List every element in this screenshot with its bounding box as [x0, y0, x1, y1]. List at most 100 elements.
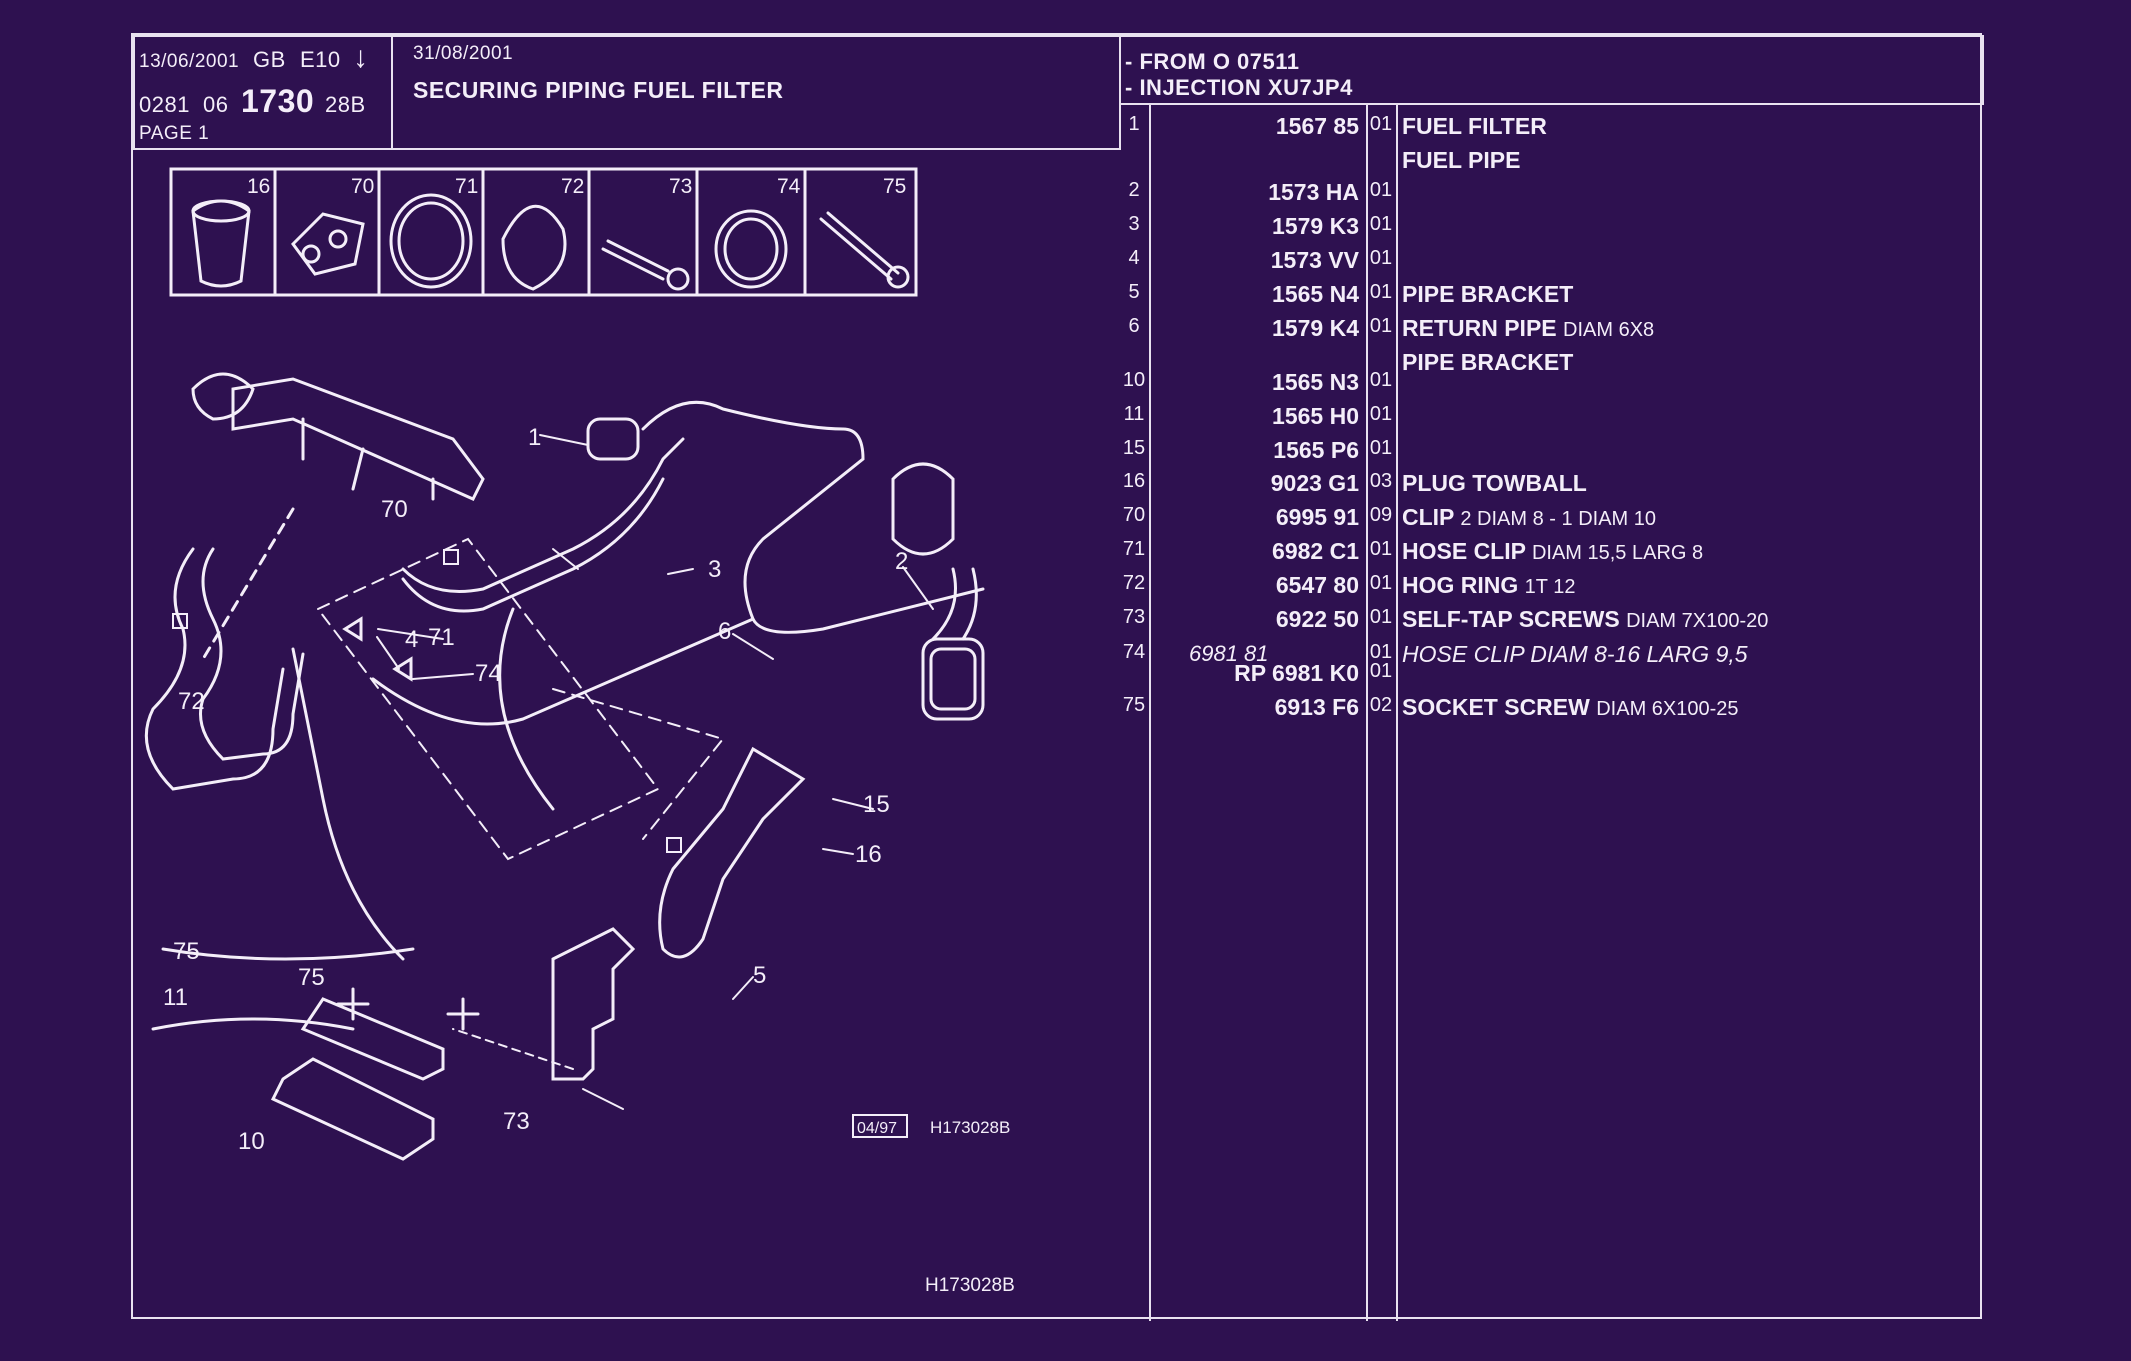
callout-11: 11 — [163, 984, 188, 1011]
row-desc-cell: HOSE CLIP DIAM 8-16 LARG 9,5 — [1396, 641, 1976, 681]
thumb-label-72: 72 — [561, 175, 584, 198]
row-desc: HOG RING 1T 12 — [1402, 572, 1575, 599]
callout-6: 6 — [718, 618, 731, 645]
row-desc: PIPE BRACKET — [1402, 281, 1573, 308]
parts-table: 1 1567 85 01 FUEL FILTER FUEL PIPE 2 157… — [1119, 103, 1984, 1321]
row-desc-sub: DIAM 6X8 — [1563, 319, 1655, 341]
row-qty: 02 — [1369, 694, 1393, 716]
table-row-cont-17[interactable]: RP 6981 K0 01 — [1119, 660, 1984, 700]
header-edition: E10 — [300, 47, 341, 72]
row-desc-cell: SOCKET SCREW DIAM 6X100-25 — [1396, 694, 1976, 734]
table-row-72[interactable]: 72 6547 80 01 HOG RING 1T 12 — [1119, 572, 1984, 612]
row-qty: 03 — [1369, 470, 1393, 492]
table-row-73[interactable]: 73 6922 50 01 SELF-TAP SCREWS DIAM 7X100… — [1119, 606, 1984, 646]
row-desc-cell: SELF-TAP SCREWS DIAM 7X100-20 — [1396, 606, 1976, 646]
callout-15: 15 — [863, 791, 890, 818]
thumb-label-16: 16 — [247, 175, 270, 198]
table-row-2[interactable]: 2 1573 HA 01 — [1119, 179, 1984, 219]
page-title: SECURING PIPING FUEL FILTER — [413, 77, 784, 103]
header-date: 13/06/2001 — [139, 51, 240, 72]
table-row-15[interactable]: 15 1565 P6 01 — [1119, 437, 1984, 477]
row-qty-cell: 01 — [1366, 641, 1396, 681]
parts-sheet: 13/06/2001 GB E10 ↓ 0281 06 1730 28B PAG… — [131, 33, 1984, 1321]
stamp-date: 04/97 — [857, 1120, 897, 1137]
row-desc-sub: DIAM 7X100-20 — [1626, 610, 1769, 632]
callout-73: 73 — [503, 1108, 530, 1135]
row-qty: 01 — [1369, 403, 1393, 425]
row-index: 5 — [1128, 281, 1140, 303]
row-desc-cell: PIPE BRACKET — [1396, 349, 1976, 389]
row-ref: 1567 85 — [1275, 113, 1359, 139]
row-qty: 01 — [1369, 641, 1393, 663]
row-desc-main: HOSE CLIP — [1402, 538, 1526, 564]
thumb-label-74: 74 — [777, 175, 801, 198]
row-desc-main: RETURN PIPE — [1402, 315, 1557, 341]
callout-75a: 75 — [173, 938, 200, 965]
row-desc-main: PLUG TOWBALL — [1402, 470, 1587, 496]
callout-10: 10 — [238, 1128, 265, 1155]
row-desc-cell: FUEL FILTER — [1396, 113, 1976, 153]
table-row-cont-1[interactable]: FUEL PIPE — [1119, 147, 1984, 187]
row-desc-sub: 2 DIAM 8 - 1 DIAM 10 — [1460, 508, 1656, 530]
header-lang: GB — [253, 47, 286, 72]
row-desc-cell: CLIP 2 DIAM 8 - 1 DIAM 10 — [1396, 504, 1976, 544]
row-qty: 01 — [1369, 113, 1393, 135]
row-ref-cell: 1579 K4 — [1149, 315, 1359, 355]
table-row-11[interactable]: 11 1565 H0 01 — [1119, 403, 1984, 443]
row-ref-cell: 6547 80 — [1149, 572, 1359, 612]
row-desc: SELF-TAP SCREWS DIAM 7X100-20 — [1402, 606, 1768, 633]
row-qty-cell: 01 — [1366, 315, 1396, 355]
thumb-label-75: 75 — [883, 175, 906, 198]
row-ref: 6922 50 — [1275, 606, 1359, 632]
row-desc-cell: PLUG TOWBALL — [1396, 470, 1976, 510]
table-row-cont-7[interactable]: PIPE BRACKET — [1119, 349, 1984, 389]
callout-5: 5 — [753, 962, 766, 989]
row-qty-cell: 01 — [1366, 572, 1396, 612]
row-qty-cell: 02 — [1366, 694, 1396, 734]
table-row-6[interactable]: 6 1579 K4 01 RETURN PIPE DIAM 6X8 — [1119, 315, 1984, 355]
row-ref: 1573 HA — [1268, 179, 1359, 205]
table-row-1[interactable]: 1 1567 85 01 FUEL FILTER — [1119, 113, 1984, 153]
row-index: 1 — [1128, 113, 1140, 135]
row-ref-cell: RP 6981 K0 — [1149, 660, 1359, 700]
row-qty: 01 — [1369, 281, 1393, 303]
arrow-down-icon: ↓ — [353, 41, 369, 74]
row-desc: HOSE CLIP DIAM 15,5 LARG 8 — [1402, 538, 1703, 565]
header-code-main: 1730 — [241, 83, 315, 119]
callout-3: 3 — [708, 556, 721, 583]
table-row-5[interactable]: 5 1565 N4 01 PIPE BRACKET — [1119, 281, 1984, 321]
table-row-16[interactable]: 16 9023 G1 03 PLUG TOWBALL — [1119, 470, 1984, 510]
row-desc-cell: HOSE CLIP DIAM 15,5 LARG 8 — [1396, 538, 1976, 578]
header-date-2: 31/08/2001 — [413, 43, 514, 64]
header-code-a: 0281 — [139, 92, 190, 117]
row-ref: 6913 F6 — [1274, 694, 1359, 720]
table-row-75[interactable]: 75 6913 F6 02 SOCKET SCREW DIAM 6X100-25 — [1119, 694, 1984, 734]
row-ref: 1579 K3 — [1272, 213, 1359, 239]
row-desc-sub: DIAM 15,5 LARG 8 — [1531, 542, 1704, 564]
row-index: 6 — [1128, 315, 1140, 337]
table-row-10[interactable]: 10 1565 N3 01 — [1119, 369, 1984, 409]
row-qty: 01 — [1369, 247, 1393, 269]
table-row-3[interactable]: 3 1579 K3 01 — [1119, 213, 1984, 253]
table-row-70[interactable]: 70 6995 91 09 CLIP 2 DIAM 8 - 1 DIAM 10 — [1119, 504, 1984, 544]
header-page: PAGE 1 — [139, 123, 210, 144]
callout-71: 71 — [428, 624, 455, 651]
row-desc-sub: DIAM 6X100-25 — [1596, 698, 1739, 720]
row-desc-main: PIPE BRACKET — [1402, 349, 1574, 375]
row-qty-cell: 01 — [1366, 437, 1396, 477]
table-row-4[interactable]: 4 1573 VV 01 — [1119, 247, 1984, 287]
row-qty-cell: 01 — [1366, 113, 1396, 153]
row-qty-cell: 01 — [1366, 213, 1396, 253]
row-qty-cell: 01 — [1366, 606, 1396, 646]
row-ref-cell: 6981 81 — [1149, 641, 1359, 681]
callout-74: 74 — [475, 660, 502, 687]
row-index: 15 — [1122, 437, 1146, 459]
exploded-diagram: 1 2 3 4 5 6 10 11 15 16 70 71 72 73 74 7… — [144, 167, 1015, 1296]
table-row-71[interactable]: 71 6982 C1 01 HOSE CLIP DIAM 15,5 LARG 8 — [1119, 538, 1984, 578]
row-desc-cell: PIPE BRACKET — [1396, 281, 1976, 321]
row-ref: 6547 80 — [1275, 572, 1359, 598]
row-desc-main: SELF-TAP SCREWS — [1402, 606, 1620, 632]
table-row-74[interactable]: 74 6981 81 01 HOSE CLIP DIAM 8-16 LARG 9… — [1119, 641, 1984, 681]
row-qty-cell: 09 — [1366, 504, 1396, 544]
header-left-box: 13/06/2001 GB E10 ↓ 0281 06 1730 28B PAG… — [133, 35, 393, 150]
